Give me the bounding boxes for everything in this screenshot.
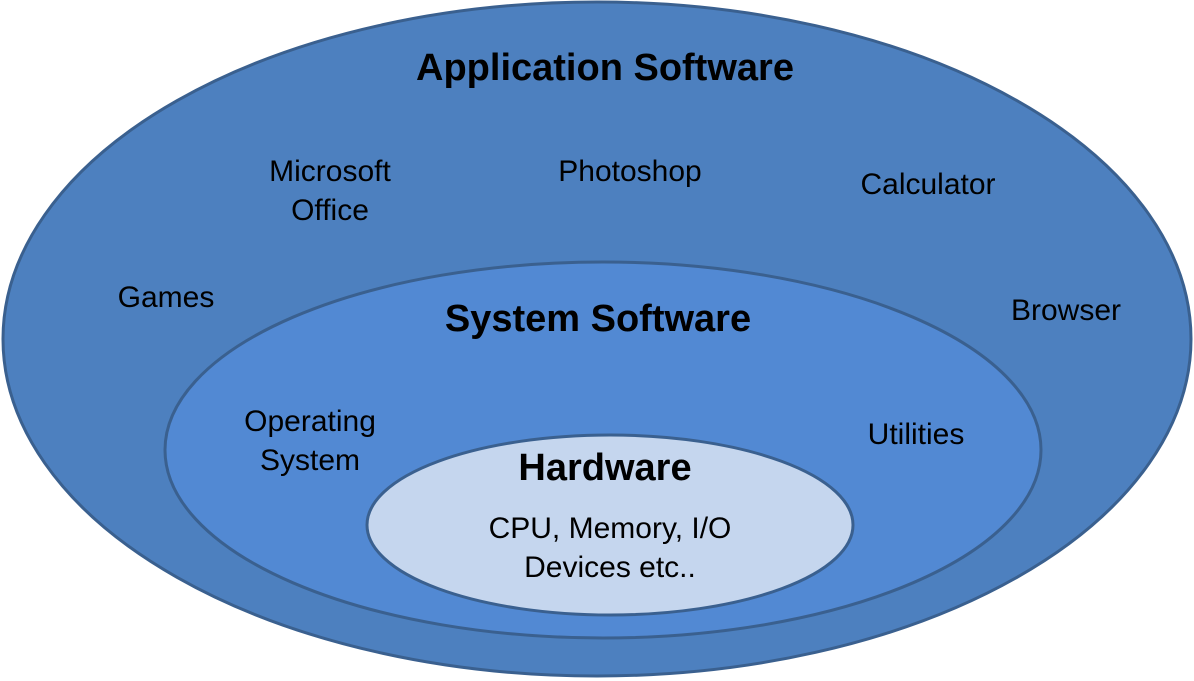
- operating-system-label: Operating System: [210, 402, 410, 480]
- microsoft-office-line-2: Office: [291, 194, 369, 227]
- calculator-label: Calculator: [860, 168, 996, 201]
- hardware-title: Hardware: [518, 447, 692, 489]
- games-label: Games: [117, 281, 215, 314]
- operating-system-line-1: Operating: [244, 405, 376, 438]
- operating-system-line-2: System: [259, 444, 361, 477]
- hardware-ellipse: [365, 433, 855, 617]
- application-software-title: Application Software: [416, 47, 794, 89]
- photoshop-label: Photoshop: [558, 155, 702, 188]
- microsoft-office-label: Microsoft Office: [220, 152, 440, 230]
- hardware-description-line-1: CPU, Memory, I/O: [488, 512, 732, 545]
- system-software-title: System Software: [444, 298, 752, 340]
- browser-label: Browser: [1010, 294, 1122, 327]
- microsoft-office-line-1: Microsoft: [269, 155, 391, 188]
- hardware-description: CPU, Memory, I/O Devices etc..: [460, 509, 760, 587]
- hardware-description-line-2: Devices etc..: [524, 551, 696, 584]
- utilities-label: Utilities: [867, 418, 965, 451]
